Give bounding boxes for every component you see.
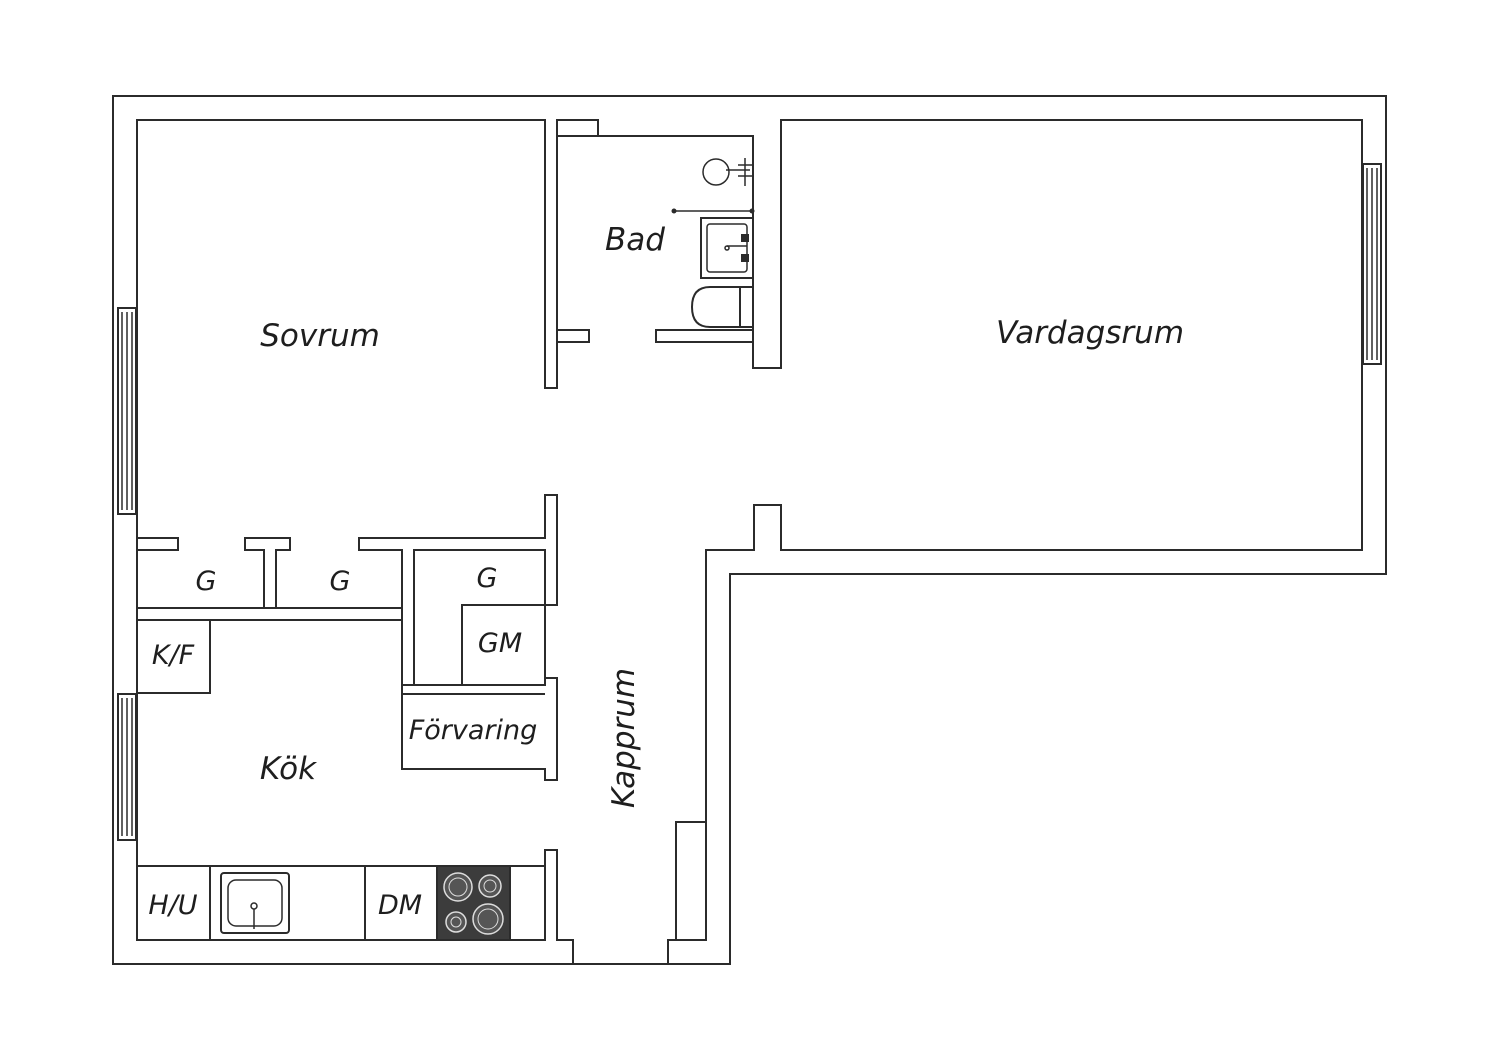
shower-rod-icon: [671, 208, 755, 214]
label-hu: H/U: [148, 890, 197, 921]
kitchen-top-wall: [136, 607, 403, 621]
storage-forvaring: [401, 677, 558, 781]
window-bedroom: [117, 307, 137, 515]
window-kitchen: [117, 693, 137, 841]
stove-icon: [436, 865, 511, 941]
label-gm: GM: [478, 628, 522, 659]
washbasin-icon: [700, 217, 754, 279]
shower-icon: [702, 158, 752, 186]
toilet-icon: [690, 286, 754, 328]
label-garderob-1: G: [196, 566, 217, 597]
label-garderob-3: G: [477, 563, 498, 594]
label-forvaring: Förvaring: [409, 715, 538, 746]
sink-icon: [220, 872, 290, 934]
window-livingroom: [1362, 163, 1382, 365]
bath-wall-left: [556, 329, 590, 343]
bath-wall-stub: [556, 119, 599, 137]
entrance-wall: [675, 821, 707, 941]
wardrobe-wall-1: [136, 537, 179, 551]
room-label-kapprum: Kapprum: [606, 668, 642, 808]
label-dm: DM: [378, 890, 422, 921]
inner-outline: [136, 119, 1363, 965]
bath-wall-right: [655, 329, 754, 343]
room-label-vardagsrum: Vardagsrum: [996, 315, 1184, 351]
room-label-kok: Kök: [260, 751, 317, 787]
room-label-sovrum: Sovrum: [260, 318, 380, 354]
room-label-bad: Bad: [605, 222, 665, 258]
label-garderob-2: G: [330, 566, 351, 597]
fridge-freezer: [136, 619, 211, 694]
label-kf: K/F: [152, 640, 195, 671]
